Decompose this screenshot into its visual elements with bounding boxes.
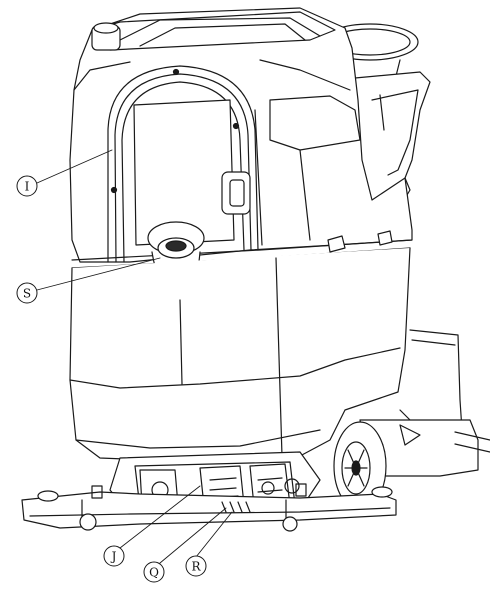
right-caster bbox=[282, 483, 307, 532]
callout-q: Q bbox=[143, 561, 165, 583]
callout-r: R bbox=[185, 555, 207, 577]
squeegee-bar bbox=[21, 483, 397, 532]
leader-line-s bbox=[36, 257, 161, 291]
callout-j: J bbox=[103, 545, 125, 567]
callout-label-q: Q bbox=[149, 566, 159, 580]
callout-i: I bbox=[16, 175, 38, 197]
leader-line-r bbox=[195, 511, 233, 558]
lower-tank bbox=[69, 247, 411, 463]
left-caster bbox=[79, 485, 103, 531]
callout-s: S bbox=[16, 282, 38, 304]
callout-label-s: S bbox=[23, 287, 31, 301]
callout-label-i: I bbox=[25, 180, 30, 194]
rear-deck bbox=[359, 329, 490, 477]
rear-wheel bbox=[333, 421, 387, 511]
handle-arch bbox=[107, 65, 259, 263]
leader-line-j bbox=[119, 485, 201, 549]
callout-label-r: R bbox=[191, 560, 201, 574]
callout-label-j: J bbox=[110, 550, 117, 564]
leader-line-q bbox=[159, 507, 227, 564]
leader-lines bbox=[36, 149, 233, 564]
leader-line-i bbox=[36, 149, 113, 184]
